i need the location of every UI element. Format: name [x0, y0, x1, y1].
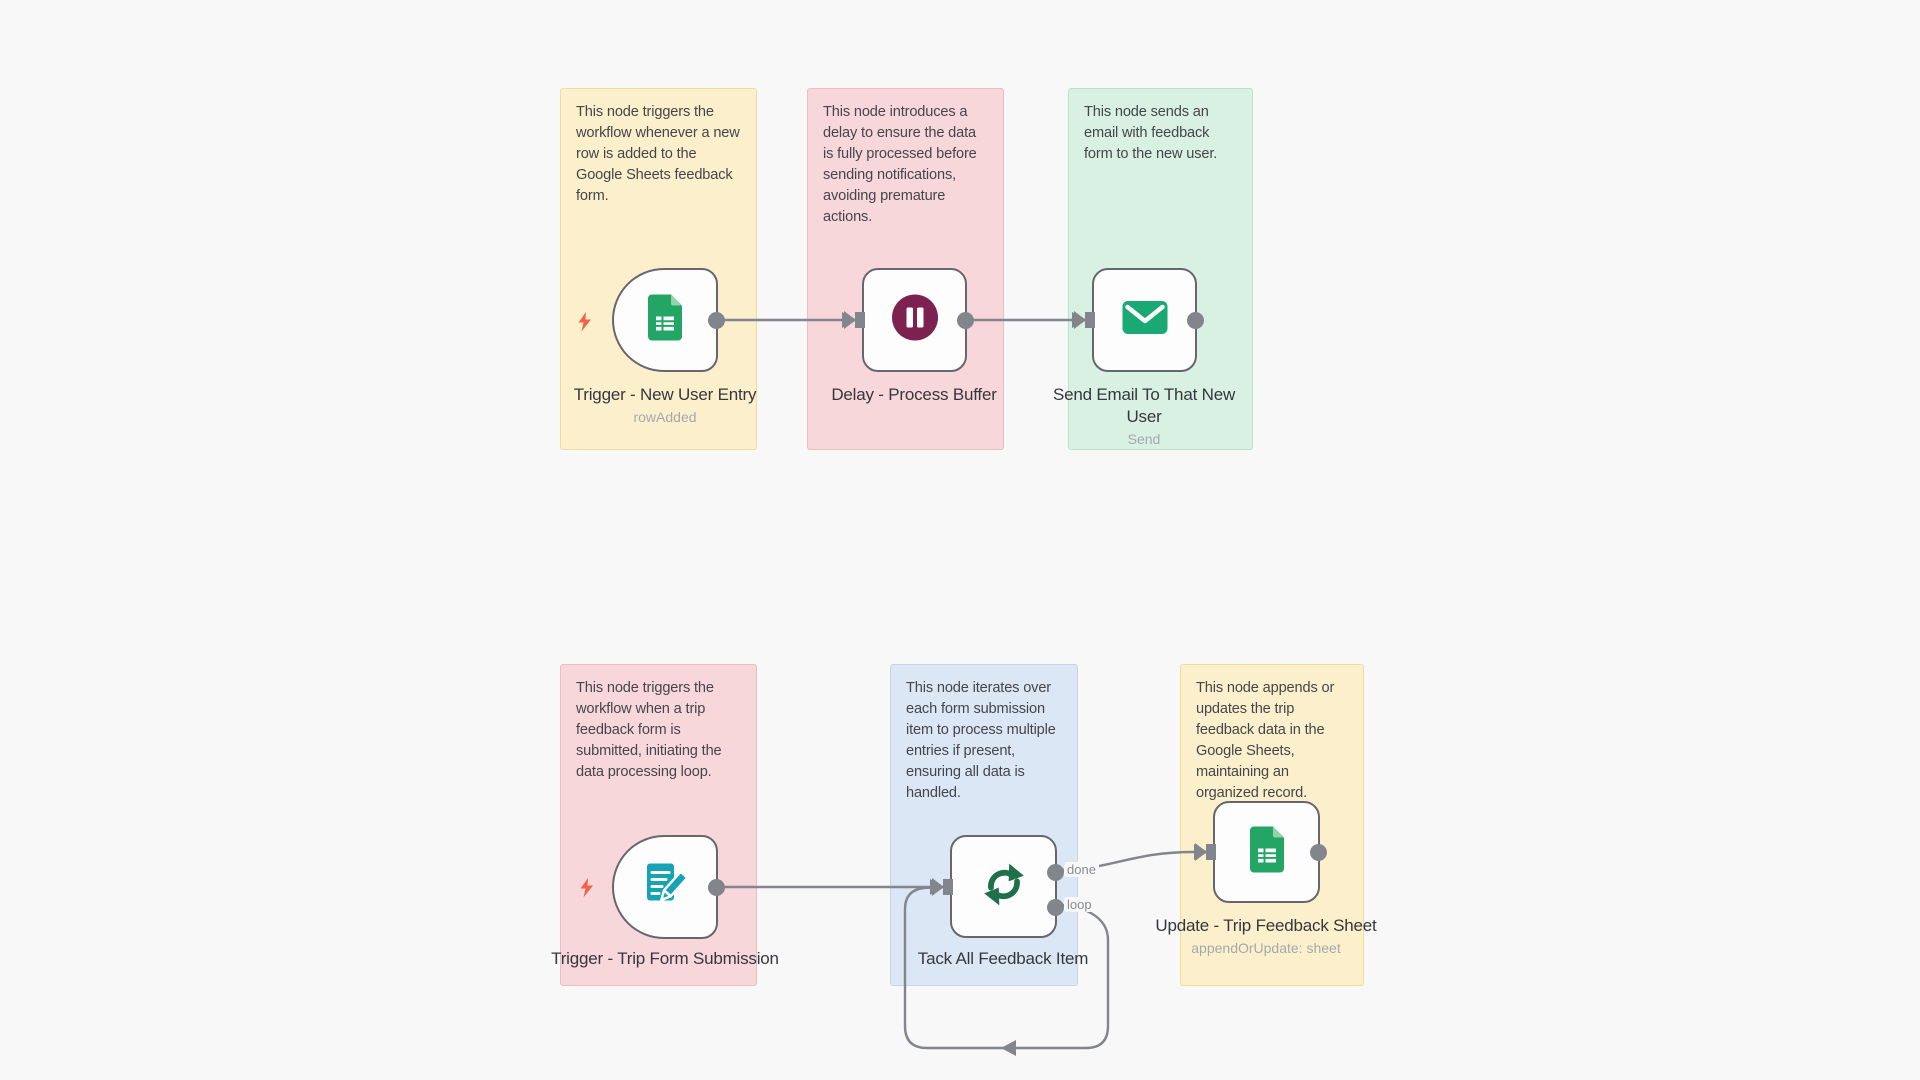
output-port[interactable]	[708, 878, 725, 896]
node-title: Send Email To That New User	[1052, 385, 1236, 426]
node-label-update-sheet: Update - Trip Feedback Sheet appendOrUpd…	[1151, 915, 1381, 956]
output-port[interactable]	[708, 311, 725, 329]
google-sheets-icon	[1249, 826, 1284, 878]
output-port[interactable]	[1187, 311, 1204, 329]
input-port[interactable]	[932, 877, 953, 896]
node-trigger-trip-form[interactable]	[612, 835, 725, 939]
node-subtitle: appendOrUpdate: sheet	[1191, 940, 1341, 956]
loop-arrows-icon	[979, 859, 1029, 914]
node-label-loop: Tack All Feedback Item	[863, 948, 1143, 970]
input-port[interactable]	[844, 311, 865, 329]
node-label-delay: Delay - Process Buffer	[784, 384, 1044, 406]
sticky-note-delay[interactable]: This node introduces a delay to ensure t…	[807, 88, 1004, 450]
lightning-bolt-icon	[577, 312, 592, 337]
node-trigger-new-user-entry[interactable]	[612, 268, 725, 372]
node-loop-feedback-items[interactable]	[932, 835, 1064, 938]
node-subtitle: rowAdded	[633, 409, 697, 425]
input-port[interactable]	[1195, 843, 1216, 861]
input-port[interactable]	[1074, 311, 1095, 329]
output-port-done[interactable]	[1047, 864, 1064, 881]
output-port-loop[interactable]	[1047, 899, 1064, 916]
email-envelope-icon	[1121, 300, 1168, 340]
arrowhead-left-icon	[1001, 1040, 1016, 1056]
form-pencil-icon	[641, 862, 689, 913]
node-title: Trigger - Trip Form Submission	[551, 949, 779, 968]
node-label-trigger-new-user: Trigger - New User Entry rowAdded	[535, 384, 795, 425]
node-title: Delay - Process Buffer	[831, 385, 997, 404]
node-subtitle: Send	[1127, 431, 1161, 447]
sticky-note-new-user-trigger[interactable]: This node triggers the workflow whenever…	[560, 88, 757, 450]
node-title: Update - Trip Feedback Sheet	[1155, 916, 1377, 935]
node-update-trip-feedback-sheet[interactable]	[1195, 801, 1327, 903]
output-port[interactable]	[957, 311, 974, 329]
output-label-loop: loop	[1064, 897, 1095, 912]
output-label-done: done	[1064, 862, 1099, 877]
node-delay-process-buffer[interactable]	[844, 268, 974, 372]
node-title: Tack All Feedback Item	[917, 949, 1089, 968]
pause-icon	[891, 294, 939, 347]
google-sheets-icon	[648, 294, 683, 346]
output-port[interactable]	[1310, 843, 1327, 861]
node-label-send-email: Send Email To That New User Send	[1034, 384, 1254, 447]
node-label-trip-trigger: Trigger - Trip Form Submission	[545, 948, 785, 970]
node-send-email[interactable]	[1074, 268, 1204, 372]
node-title: Trigger - New User Entry	[573, 385, 757, 404]
lightning-bolt-icon	[579, 878, 594, 903]
